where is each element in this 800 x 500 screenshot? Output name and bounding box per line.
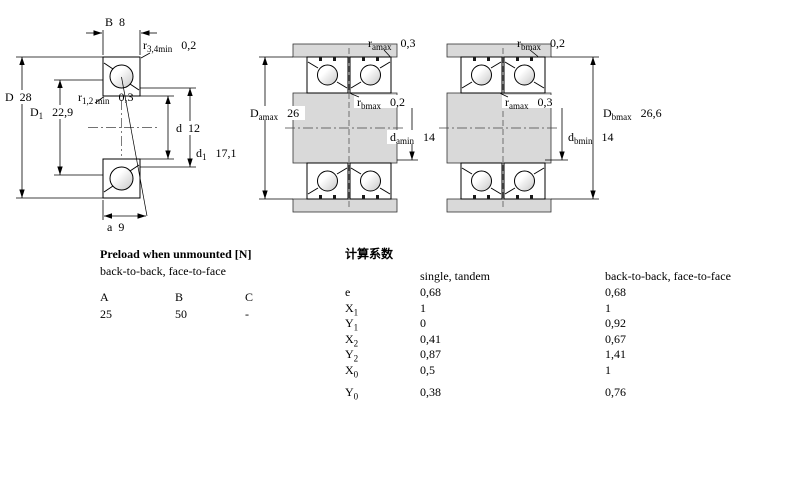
factors-row-X0: X0 0,5 1 bbox=[345, 363, 793, 379]
preload-header-row: A B C bbox=[100, 289, 330, 306]
preload-table-title: Preload when unmounted [N] bbox=[100, 247, 252, 261]
factors-table-title: 计算系数 bbox=[345, 247, 394, 261]
label-backgrounds-right bbox=[502, 95, 580, 108]
label-backgrounds-middle bbox=[247, 95, 445, 144]
factor-single-tandem-value: 0,38 bbox=[420, 384, 441, 399]
factor-symbol: Y0 bbox=[345, 384, 359, 401]
factor-b2b-f2f-value: 0,67 bbox=[605, 331, 626, 346]
factors-row-Y2: Y2 0,87 1,41 bbox=[345, 347, 793, 363]
factor-symbol: X1 bbox=[345, 300, 359, 317]
factor-b2b-f2f-value: 1 bbox=[605, 300, 611, 315]
preload-col-B: B bbox=[175, 290, 184, 304]
preload-value-A: 25 bbox=[100, 307, 112, 321]
factors-row-X1: X1 1 1 bbox=[345, 301, 793, 317]
factors-row-X2: X2 0,41 0,67 bbox=[345, 332, 793, 348]
factors-header-row: single, tandem back-to-back, face-to-fac… bbox=[345, 267, 793, 285]
factor-symbol: X0 bbox=[345, 362, 359, 380]
ball-bottom bbox=[109, 166, 134, 191]
factor-single-tandem-value: 1 bbox=[420, 300, 426, 315]
preload-value-C: - bbox=[245, 307, 249, 321]
preload-col-A: A bbox=[100, 290, 109, 304]
factor-symbol: X2 bbox=[345, 331, 359, 349]
contact-angle-line bbox=[121, 76, 148, 217]
factor-b2b-f2f-value: 0,76 bbox=[605, 384, 626, 399]
preload-value-B: 50 bbox=[175, 307, 187, 321]
factor-b2b-f2f-value: 1 bbox=[605, 362, 611, 377]
factor-single-tandem-value: 0 bbox=[420, 316, 426, 331]
factors-row-e: e 0,68 0,68 bbox=[345, 285, 793, 301]
factor-b2b-f2f-value: 0,68 bbox=[605, 285, 626, 299]
factors-row-Y1: Y1 0 0,92 bbox=[345, 316, 793, 332]
factor-single-tandem-value: 0,87 bbox=[420, 347, 441, 362]
factor-b2b-f2f-value: 0,92 bbox=[605, 316, 626, 331]
factors-col2-header: back-to-back, face-to-face bbox=[605, 269, 731, 283]
preload-table: Preload when unmounted [N] back-to-back,… bbox=[100, 246, 330, 323]
factor-b2b-f2f-value: 1,41 bbox=[605, 347, 626, 362]
calculation-factors-table: 计算系数 single, tandem back-to-back, face-t… bbox=[345, 246, 793, 401]
preload-table-subtitle: back-to-back, face-to-face bbox=[100, 264, 226, 278]
factor-single-tandem-value: 0,5 bbox=[420, 362, 435, 377]
factor-single-tandem-value: 0,68 bbox=[420, 285, 441, 299]
factors-row-Y0: Y0 0,38 0,76 bbox=[345, 385, 793, 401]
label-backgrounds-left bbox=[2, 90, 207, 135]
ring-markings bbox=[319, 57, 379, 199]
factor-symbol: e bbox=[345, 285, 351, 299]
ring-markings bbox=[473, 57, 533, 199]
factor-symbol: Y1 bbox=[345, 316, 359, 333]
factors-col1-header: single, tandem bbox=[420, 269, 490, 283]
preload-col-C: C bbox=[245, 290, 254, 304]
ball-top bbox=[109, 64, 134, 89]
factor-single-tandem-value: 0,41 bbox=[420, 331, 441, 346]
factors-corner-cell bbox=[345, 267, 420, 285]
factor-symbol: Y2 bbox=[345, 347, 359, 364]
preload-value-row: 25 50 - bbox=[100, 306, 330, 323]
